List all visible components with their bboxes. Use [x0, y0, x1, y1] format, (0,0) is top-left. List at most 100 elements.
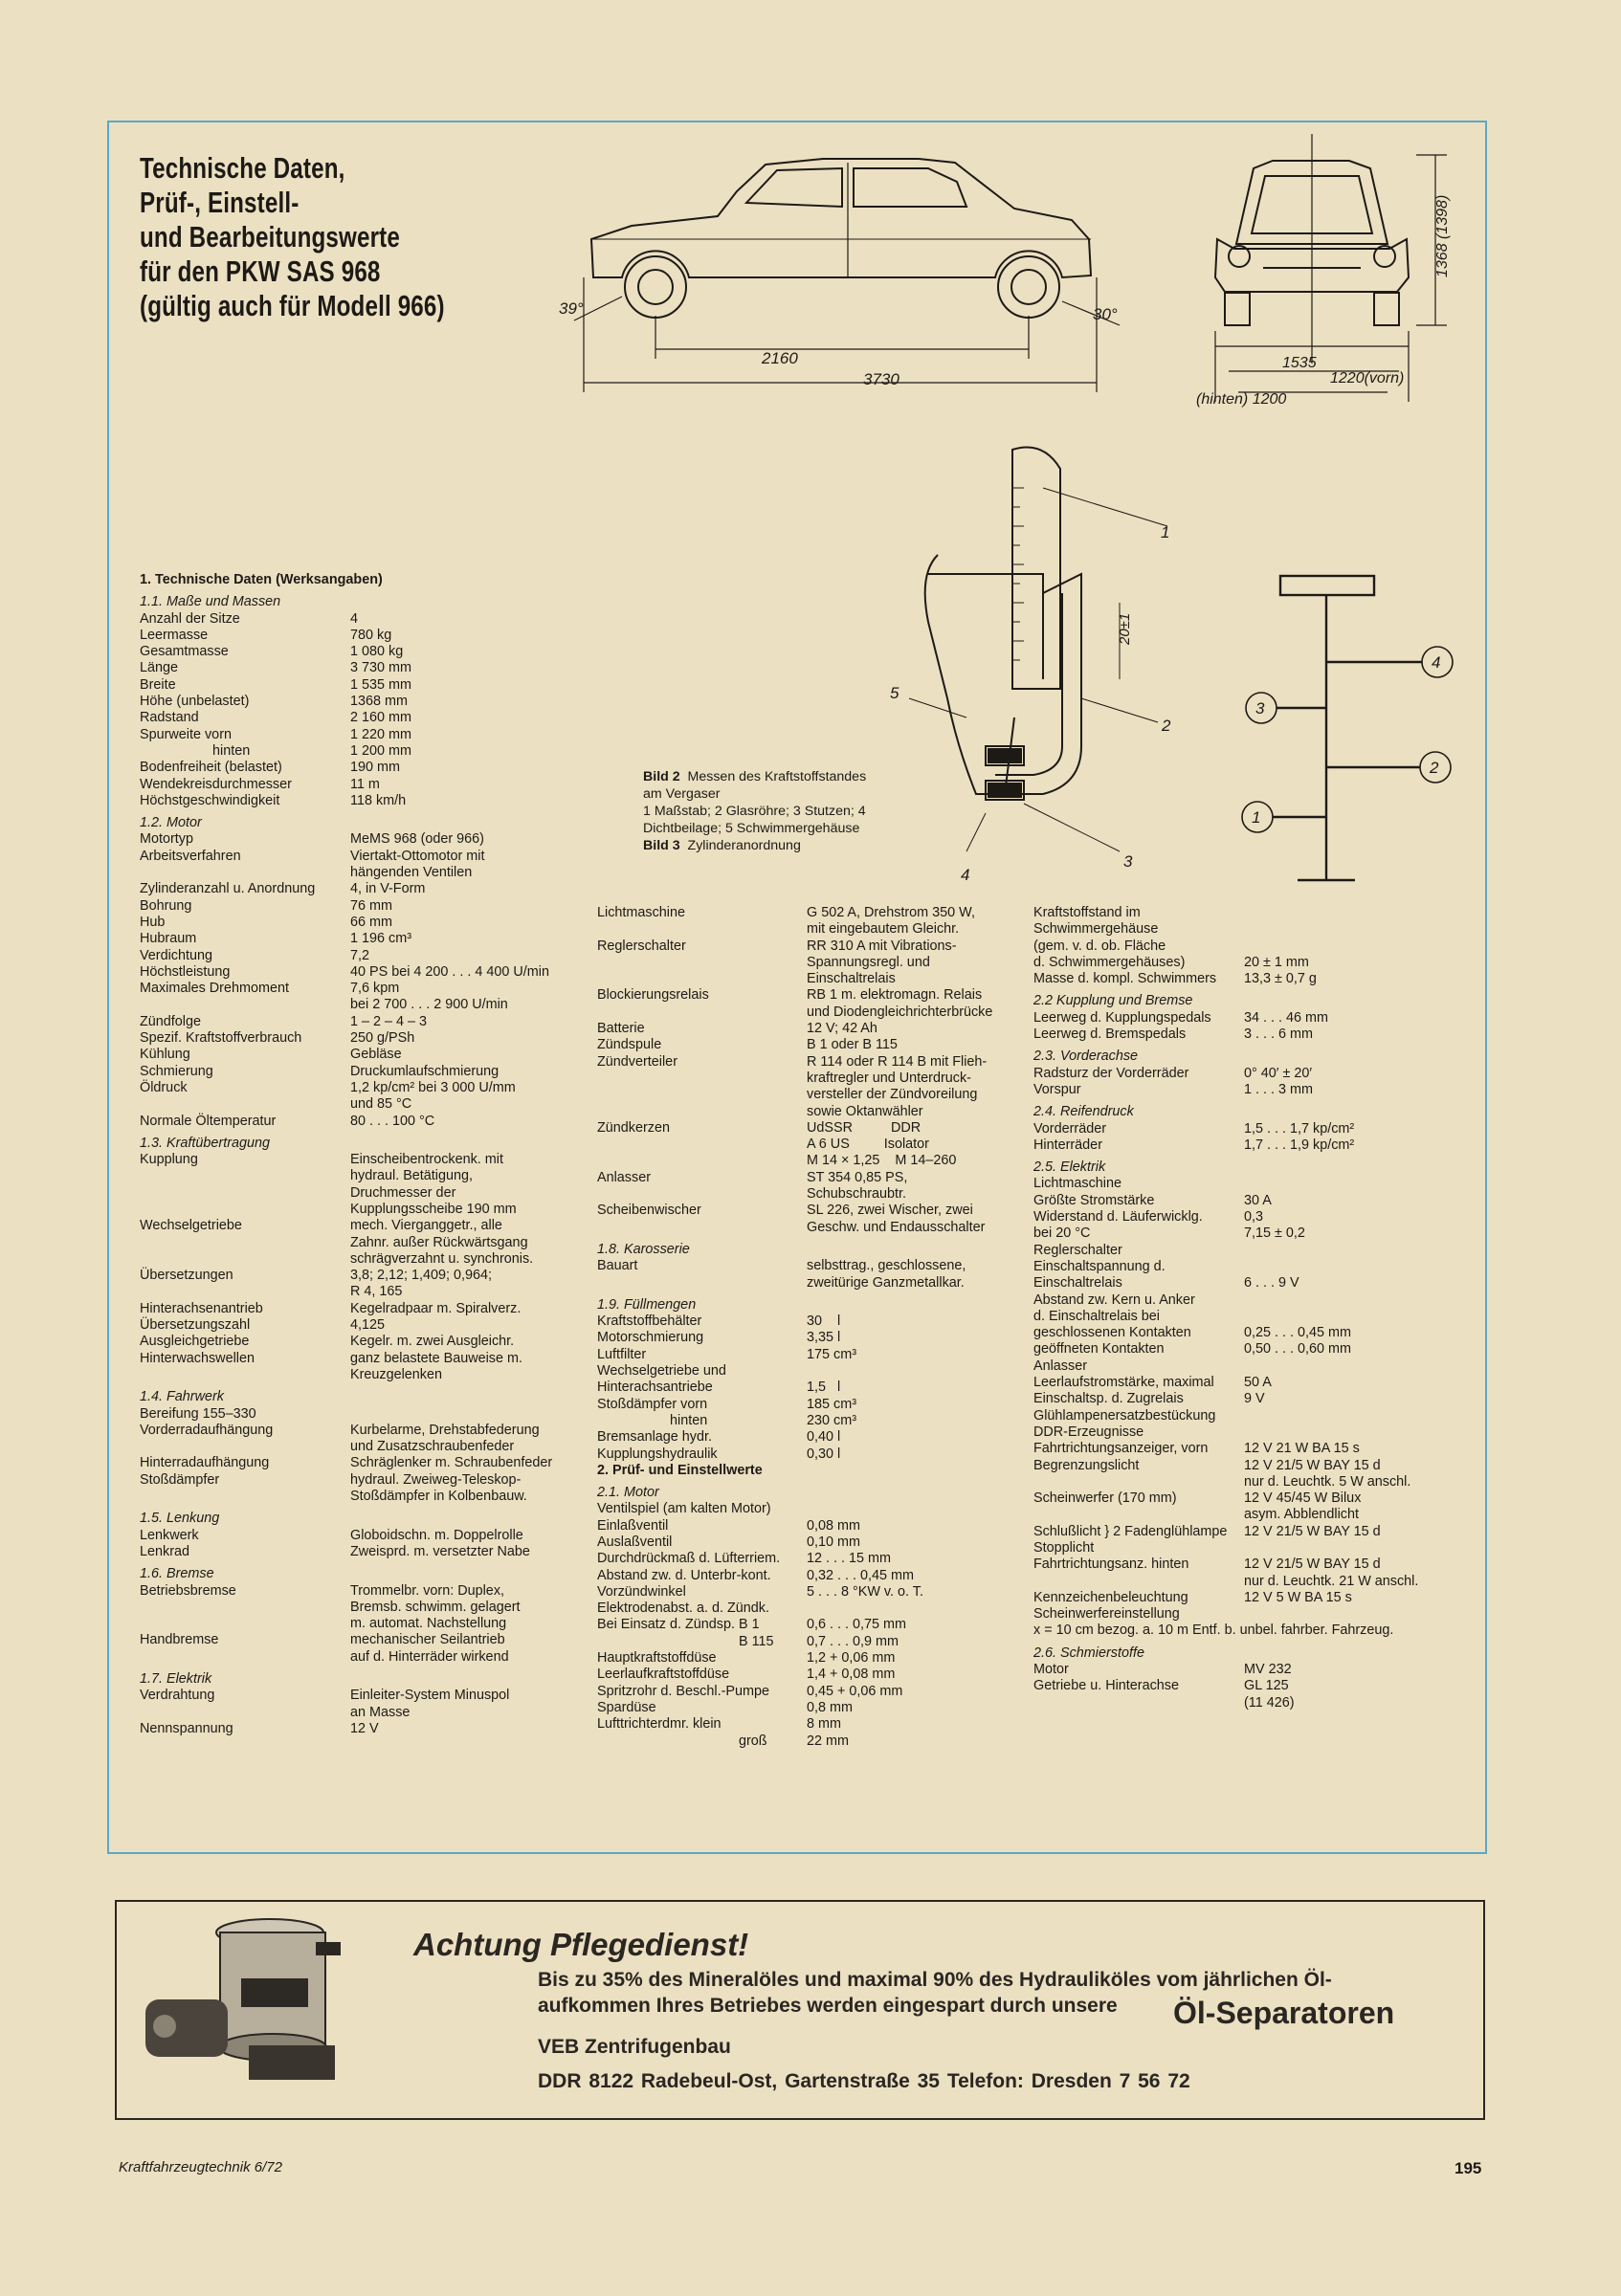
spec-row: kraftregler und Unterdruck-: [597, 1071, 1028, 1087]
spec-row: mit eingebautem Gleichr.: [597, 921, 1028, 938]
spec-key: Batterie: [597, 1021, 645, 1037]
spec-value: 0,30 l: [807, 1446, 841, 1462]
spec-value: 0,8 mm: [807, 1699, 853, 1715]
spec-row: Einschaltspannung d.: [1033, 1259, 1454, 1275]
gauge-dimension-label: 20±1: [1117, 613, 1133, 646]
spec-key: Zündfolge: [140, 1013, 202, 1029]
spec-key: (gem. v. d. ob. Fläche: [1033, 938, 1166, 954]
bild3-label-4: 4: [1432, 653, 1440, 672]
spec-value: Kurbelarme, Drehstabfederung: [350, 1422, 540, 1438]
spec-key: [140, 1096, 350, 1113]
spec-key: d. Einschaltrelais bei: [1033, 1308, 1160, 1324]
spec-key: [140, 1600, 350, 1616]
spec-row: Widerstand d. Läuferwicklg.0,3: [1033, 1209, 1454, 1225]
spec-value: 0,3: [1244, 1209, 1264, 1225]
spec-key: Vorzündwinkel: [597, 1583, 686, 1600]
spec-value: 6 . . . 9 V: [1244, 1275, 1299, 1292]
spec-value: 1,7 . . . 1,9 kp/cm²: [1244, 1137, 1355, 1153]
spec-key: Vorspur: [1033, 1081, 1081, 1097]
spec-row: DDR-Erzeugnisse: [1033, 1424, 1454, 1441]
spec-key: [597, 1220, 807, 1236]
spec-value: 0,6 . . . 0,75 mm: [807, 1617, 906, 1633]
bild2-label-2: 2: [1161, 717, 1171, 735]
spec-key: [140, 1649, 350, 1666]
spec-key: Abstand zw. d. Unterbr-kont.: [597, 1567, 771, 1583]
spec-value: hydraul. Betätigung,: [350, 1168, 474, 1184]
spec-value: 12 V 45/45 W Bilux: [1244, 1490, 1362, 1507]
spec-value: Spannungsregl. und: [807, 954, 930, 970]
spec-value: 1,5 l: [807, 1380, 841, 1396]
spec-value: R 114 oder R 114 B mit Flieh-: [807, 1053, 988, 1070]
oil-separator-machine-image: [145, 1918, 341, 2080]
track-front-label: 1220(vorn): [1330, 370, 1404, 386]
spec-value: Gebläse: [350, 1047, 402, 1063]
spec-key: Reglerschalter: [597, 938, 686, 954]
spec-row: Anlasser: [1033, 1358, 1454, 1375]
spec-column-1: 1. Technische Daten (Werksangaben)1.1. M…: [140, 572, 589, 1737]
spec-key: Scheibenwischer: [597, 1203, 701, 1219]
spec-key: geöffneten Kontakten: [1033, 1341, 1165, 1358]
subsection-heading: 1.9. Füllmengen: [597, 1296, 697, 1313]
spec-value: Schubschraubtr.: [807, 1186, 906, 1203]
spec-key: Höhe (unbelastet): [140, 694, 250, 710]
spec-value: 3 . . . 6 mm: [1244, 1027, 1313, 1043]
spec-value: 66 mm: [350, 914, 392, 930]
spec-row: Durchdrückmaß d. Lüfterriem.12 . . . 15 …: [597, 1551, 1028, 1567]
spec-key: [597, 955, 807, 971]
spec-key: Wendekreisdurchmesser: [140, 776, 292, 792]
spec-key: Spurweite vorn: [140, 726, 232, 742]
spec-value: 76 mm: [350, 897, 392, 914]
spec-key: Anzahl der Sitze: [140, 610, 240, 627]
journal-footer: Kraftfahrzeugtechnik 6/72: [119, 2159, 282, 2175]
spec-row: versteller der Zündvoreilung: [597, 1087, 1028, 1103]
spec-key: [597, 1186, 807, 1203]
spec-row: Einschaltrelais 6 . . . 9 V: [1033, 1275, 1454, 1292]
spec-key: Betriebsbremse: [140, 1582, 236, 1599]
spec-key: Verdichtung: [140, 947, 213, 963]
spec-row: Kraftstoffstand im: [1033, 905, 1454, 921]
spec-value: Kreuzgelenken: [350, 1366, 443, 1382]
subsection-heading: 2.6. Schmierstoffe: [1033, 1645, 1144, 1661]
spec-row: Stoßdämpfer in Kolbenbauw.: [140, 1489, 589, 1505]
spec-key: Bohrung: [140, 897, 192, 914]
spec-key: [140, 1489, 350, 1505]
spec-key: [597, 1153, 807, 1169]
spec-key: Bereifung 155–330: [140, 1405, 256, 1422]
spec-key: [597, 921, 807, 938]
spec-key: Lenkwerk: [140, 1527, 199, 1543]
spec-key: Schwimmergehäuse: [1033, 921, 1159, 938]
spec-value: Schräglenker m. Schraubenfeder: [350, 1455, 553, 1471]
spec-row: Geschw. und Endausschalter: [597, 1220, 1028, 1236]
spec-key: [1033, 1695, 1244, 1711]
spec-key: Zylinderanzahl u. Anordnung: [140, 881, 316, 897]
spec-key: Einschaltrelais: [1033, 1275, 1122, 1292]
spec-value: 1,2 kp/cm² bei 3 000 U/mm: [350, 1079, 516, 1095]
spec-key: B 115: [739, 1633, 774, 1649]
spec-value: 0,50 . . . 0,60 mm: [1244, 1341, 1351, 1358]
spec-value: versteller der Zündvoreilung: [807, 1087, 978, 1103]
spec-key: Einlaßventil: [597, 1517, 669, 1534]
spec-key: Begrenzungslicht: [1033, 1457, 1140, 1473]
